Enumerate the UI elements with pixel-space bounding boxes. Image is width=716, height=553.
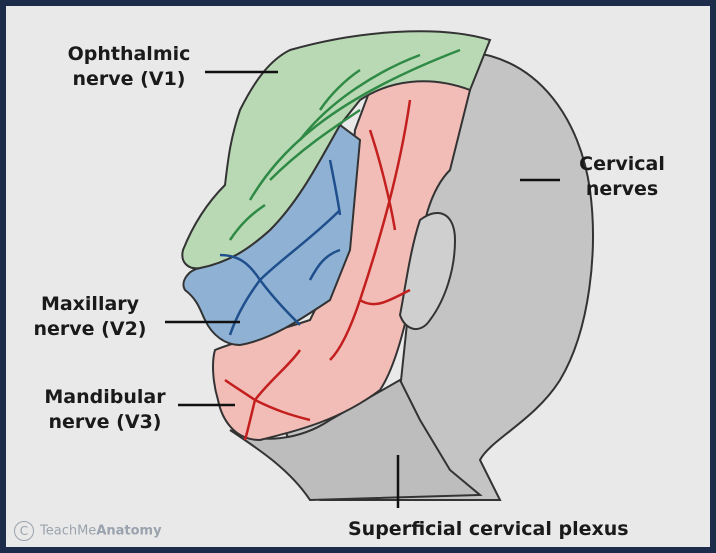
label-superficial-cervical-plexus: Superficial cervical plexus: [348, 517, 629, 542]
label-mandibular: Mandibular nerve (V3): [30, 385, 180, 435]
label-cervical: Cervical nerves: [562, 152, 682, 202]
label-maxillary: Maxillary nerve (V2): [20, 292, 160, 342]
watermark-prefix: TeachMe: [40, 524, 96, 539]
label-ophthalmic: Ophthalmic nerve (V1): [54, 42, 204, 92]
copyright-icon: C: [14, 521, 34, 541]
watermark: C TeachMeAnatomy: [14, 521, 162, 541]
watermark-brand: Anatomy: [96, 524, 161, 539]
